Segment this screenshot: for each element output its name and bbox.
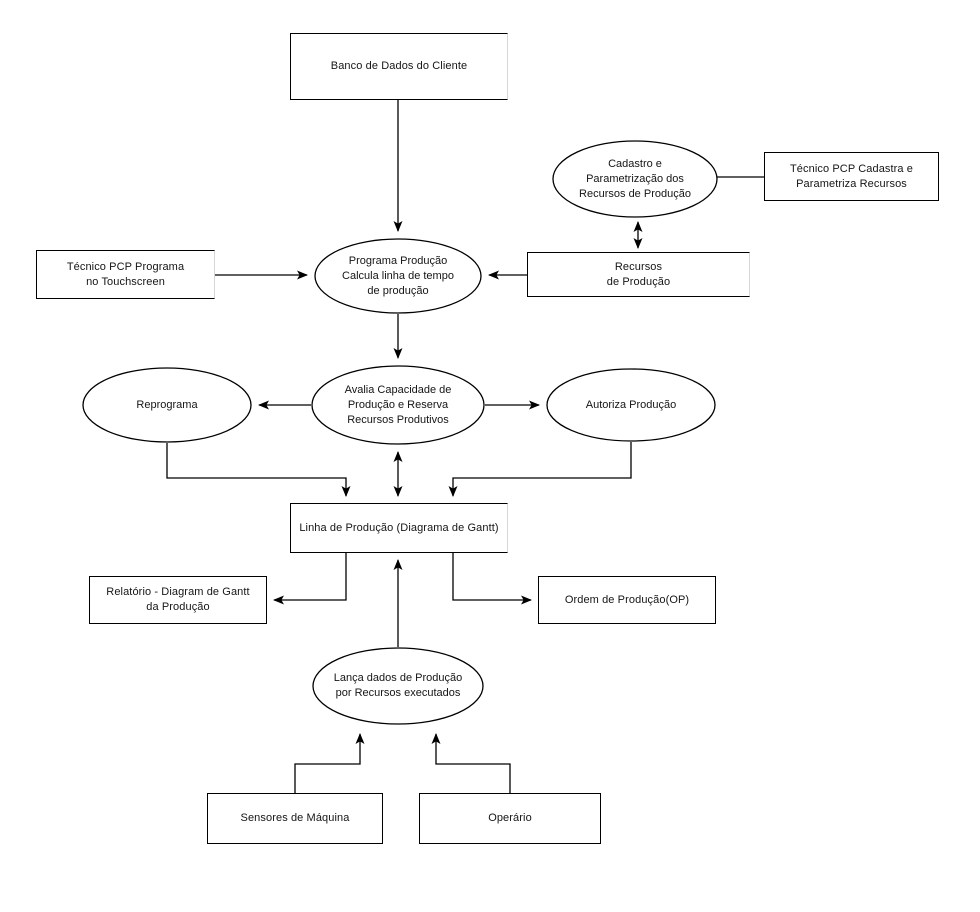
node-cadastro-parametrizacao[interactable]: Cadastro e Parametrização dos Recursos d… [552, 140, 718, 218]
edge-gantt-to-ordem [452, 553, 532, 605]
node-label: Autoriza Produção [585, 398, 677, 411]
edge-reprograma-to-gantt [166, 443, 351, 497]
edge-sensores-to-lanca [294, 733, 365, 793]
node-label: Reprograma [136, 398, 198, 411]
node-avalia-capacidade[interactable]: Avalia Capacidade de Produção e Reserva … [311, 365, 485, 445]
node-label: Técnico PCP Programa no Touchscreen [66, 260, 185, 288]
ellipse-shape [311, 365, 485, 445]
node-reprograma[interactable]: Reprograma [82, 367, 252, 443]
node-banco-dados-cliente[interactable]: Banco de Dados do Cliente [290, 33, 508, 100]
node-operario[interactable]: Operário [419, 793, 601, 844]
node-sensores-maquina[interactable]: Sensores de Máquina [207, 793, 383, 844]
node-autoriza-producao[interactable]: Autoriza Produção [546, 368, 716, 442]
edge-autoriza-to-gantt [448, 442, 632, 497]
node-recursos-producao[interactable]: Recursos de Produção [527, 252, 750, 297]
node-ordem-producao[interactable]: Ordem de Produção(OP) [538, 576, 716, 624]
node-tecnico-pcp-programa[interactable]: Técnico PCP Programa no Touchscreen [36, 250, 215, 299]
ellipse-shape [312, 647, 484, 725]
node-tecnico-pcp-cadastra[interactable]: Técnico PCP Cadastra e Parametriza Recur… [764, 152, 939, 201]
node-label: Recursos de Produção [606, 260, 671, 288]
node-label: Relatório - Diagram de Gantt da Produção [106, 586, 250, 613]
node-lanca-dados[interactable]: Lança dados de Produção por Recursos exe… [312, 647, 484, 725]
node-label: Avalia Capacidade de Produção e Reserva … [344, 383, 452, 426]
node-label: Técnico PCP Cadastra e Parametriza Recur… [789, 162, 914, 190]
node-linha-producao-gantt[interactable]: Linha de Produção (Diagrama de Gantt) [290, 503, 508, 553]
node-label: Sensores de Máquina [240, 812, 350, 824]
edge-gantt-to-relatorio [273, 553, 347, 605]
node-label: Operário [488, 812, 532, 824]
ellipse-shape [314, 238, 482, 314]
node-label: Cadastro e Parametrização dos Recursos d… [579, 157, 691, 200]
node-programa-producao[interactable]: Programa Produção Calcula linha de tempo… [314, 238, 482, 314]
node-label: Linha de Produção (Diagrama de Gantt) [299, 521, 499, 534]
ellipse-shape [82, 367, 252, 443]
ellipse-shape [552, 140, 718, 218]
node-relatorio-gantt[interactable]: Relatório - Diagram de Gantt da Produção [89, 576, 267, 624]
node-label: Programa Produção Calcula linha de tempo… [342, 254, 454, 297]
node-label: Ordem de Produção(OP) [564, 593, 690, 606]
node-label: Lança dados de Produção por Recursos exe… [333, 672, 463, 699]
edge-operario-to-lanca [431, 733, 511, 793]
ellipse-shape [546, 368, 716, 442]
node-label: Banco de Dados do Cliente [330, 60, 468, 72]
